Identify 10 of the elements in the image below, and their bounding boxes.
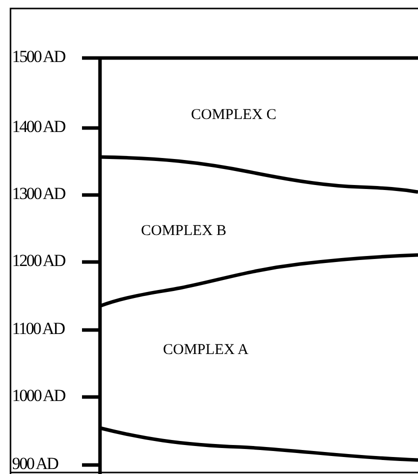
year-label: 1300 AD bbox=[12, 185, 65, 203]
year-label: 1200 AD bbox=[12, 252, 65, 270]
year-label: 1400 AD bbox=[12, 118, 65, 136]
year-label: 1500 AD bbox=[12, 48, 65, 66]
period-label: COMPLEX A bbox=[163, 342, 248, 359]
period-label: COMPLEX C bbox=[191, 107, 276, 124]
year-label: 1100 AD bbox=[12, 320, 64, 338]
period-label: COMPLEX B bbox=[141, 223, 226, 240]
year-label: 1000 AD bbox=[12, 387, 65, 405]
year-label: 900 AD bbox=[12, 455, 58, 473]
